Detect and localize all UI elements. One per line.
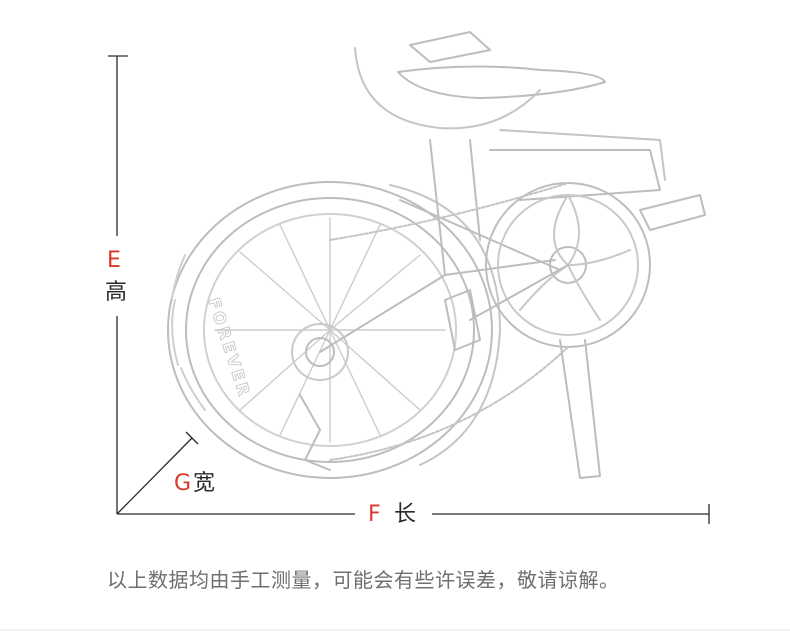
height-letter: E <box>107 248 121 273</box>
width-cap <box>185 431 199 445</box>
frame <box>319 139 556 353</box>
bottom-divider <box>0 629 790 631</box>
width-letter: G <box>174 471 192 496</box>
saddle <box>397 65 606 99</box>
width-label: 宽 <box>193 471 216 496</box>
length-letter: F <box>368 502 381 527</box>
rear-tyre-inner <box>185 197 475 463</box>
height-label: 高 <box>105 280 128 305</box>
width-line <box>116 437 193 515</box>
rear-tyre <box>167 181 493 479</box>
length-label: 长 <box>394 502 417 527</box>
measurement-note: 以上数据均由手工测量，可能会有些许误差，敬请谅解。 <box>107 568 620 592</box>
